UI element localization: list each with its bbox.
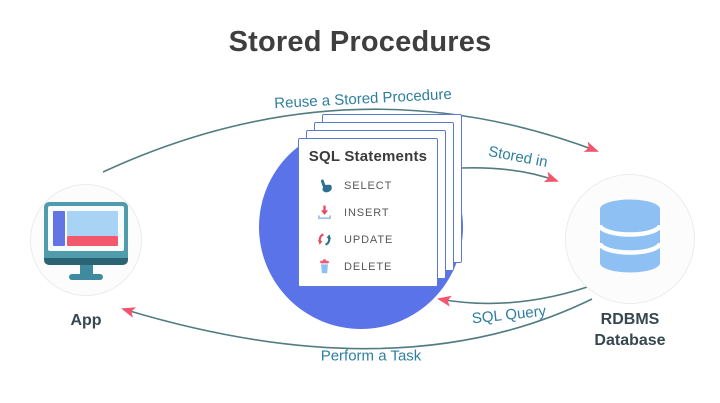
database-node [565, 174, 695, 304]
app-node [30, 184, 142, 296]
list-item-delete: DELETE [316, 253, 437, 280]
sql-statements-card: SQL Statements SELECT [298, 138, 438, 287]
reuse-arc [102, 108, 599, 173]
monitor-icon [44, 202, 128, 280]
monitor-stand [79, 265, 93, 274]
database-label-line1: RDBMS [600, 311, 660, 328]
card-title: SQL Statements [308, 148, 428, 165]
delete-trash-icon [316, 258, 333, 275]
database-node-label: RDBMS Database [555, 309, 705, 351]
list-item-label: INSERT [344, 206, 390, 219]
monitor-sidebar-block [53, 211, 65, 246]
database-label-line2: Database [594, 332, 666, 349]
monitor-screen-content [48, 206, 124, 251]
monitor-bottom-bar-block [67, 236, 118, 246]
list-item-select: SELECT [316, 172, 437, 199]
list-item-label: SELECT [344, 179, 393, 192]
select-hand-icon [316, 177, 333, 194]
monitor-screen [44, 202, 128, 258]
perform-arc [121, 298, 593, 350]
monitor-content-block [67, 211, 118, 236]
list-item-update: UPDATE [316, 226, 437, 253]
update-refresh-icon [316, 231, 333, 248]
list-item-insert: INSERT [316, 199, 437, 226]
list-item-label: UPDATE [344, 233, 394, 246]
sql-statement-list: SELECT INSERT [316, 172, 437, 280]
monitor-bezel [44, 258, 128, 265]
sql-query-arc [437, 282, 600, 307]
list-item-label: DELETE [344, 260, 393, 273]
stored-in-arc [459, 166, 559, 183]
perform-arc-label: Perform a Task [320, 347, 422, 365]
page-title: Stored Procedures [228, 26, 492, 58]
insert-download-icon [316, 204, 333, 221]
monitor-base [69, 274, 103, 280]
database-cylinder-icon [597, 199, 663, 273]
app-node-label: App [70, 312, 102, 329]
